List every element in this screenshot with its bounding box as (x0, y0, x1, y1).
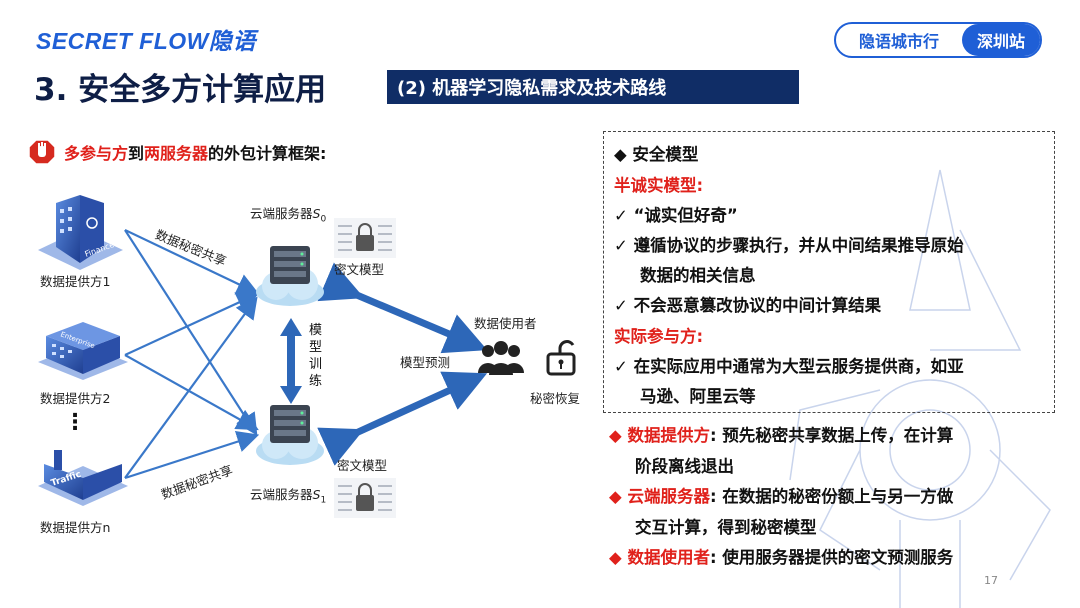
server-top-to-user-arrow (317, 262, 488, 354)
multi-party-label: 多参与方 (64, 144, 129, 163)
role-2-name: 云端服务器 (627, 487, 710, 506)
traffic-building-icon: Traffic (38, 450, 128, 506)
users-group-icon (478, 341, 524, 375)
s0-subscript: 0 (320, 214, 327, 225)
semi-honest-heading: 半诚实模型: (614, 176, 704, 195)
encrypted-model-top-icon (334, 218, 396, 258)
secret-recovery-label: 秘密恢复 (530, 391, 581, 406)
city-tour-label: 隐语城市行 (858, 32, 939, 51)
framework-suffix: 的外包计算框架: (208, 144, 327, 163)
semi-honest-item-2: ✓ 遵循协议的步骤执行，并从中间结果推导原始 (614, 236, 964, 255)
semi-honest-item-1: ✓ “诚实但好奇” (614, 206, 738, 225)
actual-participants-heading: 实际参与方: (614, 327, 704, 346)
secretflow-logo: SECRET FLOW隐语 (36, 28, 256, 54)
encrypted-model-bottom-icon (334, 478, 396, 518)
enterprise-building-icon: Enterprise (38, 322, 128, 380)
role-1-diamond: ◆ (609, 426, 622, 445)
role-2-diamond: ◆ (609, 487, 622, 506)
stop-hand-icon (28, 139, 56, 165)
encrypted-model-top-label: 密文模型 (334, 262, 385, 277)
server-s1-label: 云端服务器S1 (250, 484, 326, 506)
provider-2-label: 数据提供方2 (40, 391, 111, 406)
role-1-name: 数据提供方 (627, 426, 710, 445)
actual-participants-item-1-cont: 马逊、阿里云等 (640, 387, 756, 406)
cloud-server-bottom-icon (256, 405, 324, 465)
page-number: 17 (984, 574, 998, 587)
providers-ellipsis: ⋮ (64, 410, 86, 435)
role-3-diamond: ◆ (609, 548, 622, 567)
s1-subscript: 1 (320, 495, 327, 506)
model-training-label: 模 型 训 练 (309, 322, 322, 390)
unlock-icon (546, 340, 576, 376)
role-2-text: : 在数据的秘密份额上与另一方做 (709, 487, 954, 506)
data-user-label: 数据使用者 (474, 316, 537, 331)
training-char-3: 训 (309, 357, 323, 372)
semi-honest-item-2-cont: 数据的相关信息 (640, 266, 756, 285)
section-title: (2) 机器学习隐私需求及技术路线 (387, 70, 799, 104)
semi-honest-item-3: ✓ 不会恶意篡改协议的中间计算结果 (614, 296, 882, 315)
role-data-user: ◆ 数据使用者: 使用服务器提供的密文预测服务 (609, 544, 953, 568)
provider-1-label: 数据提供方1 (40, 274, 111, 289)
training-char-2: 型 (309, 340, 323, 355)
security-model-title: ◆ 安全模型 (614, 145, 699, 164)
role-cloud-server: ◆ 云端服务器: 在数据的秘密份额上与另一方做 (609, 483, 953, 507)
city-tour-badge: 隐语城市行 深圳站 (834, 22, 1042, 58)
s0-symbol: S (312, 206, 321, 221)
role-2-continuation: 交互计算，得到秘密模型 (635, 518, 817, 537)
framework-to: 到 (128, 144, 145, 163)
provider-n-label: 数据提供方n (40, 520, 111, 535)
cloud-server-top-icon (256, 246, 324, 306)
server-s0-text: 云端服务器 (250, 206, 313, 221)
encrypted-model-bottom-label: 密文模型 (337, 458, 388, 473)
page-title: 3. 安全多方计算应用 (34, 72, 327, 108)
finance-building-icon: Finance (38, 195, 123, 270)
server-s1-text: 云端服务器 (250, 487, 313, 502)
training-char-1: 模 (309, 323, 323, 338)
role-1-text: : 预先秘密共享数据上传，在计算 (709, 426, 954, 445)
server-bottom-to-user-arrow (317, 371, 488, 466)
background-robot-sketch (789, 169, 1051, 608)
security-model-box: ◆ 安全模型 半诚实模型: ✓ “诚实但好奇” ✓ 遵循协议的步骤执行，并从中间… (603, 131, 1055, 413)
s1-symbol: S (312, 487, 321, 502)
model-prediction-label: 模型预测 (400, 355, 451, 370)
server-s0-label: 云端服务器S0 (250, 203, 326, 225)
outsourced-computation-diagram: Finance Enterprise Traffic (38, 195, 576, 518)
role-data-provider: ◆ 数据提供方: 预先秘密共享数据上传，在计算 (609, 422, 953, 446)
role-1-continuation: 阶段离线退出 (635, 457, 734, 476)
role-3-name: 数据使用者 (627, 548, 710, 567)
actual-participants-item-1: ✓ 在实际应用中通常为大型云服务提供商，如亚 (614, 357, 964, 376)
shenzhen-station-label: 深圳站 (962, 24, 1040, 56)
two-servers-label: 两服务器 (144, 144, 209, 163)
role-3-text: : 使用服务器提供的密文预测服务 (709, 548, 954, 567)
training-char-4: 练 (309, 374, 323, 389)
training-arrow (280, 318, 302, 404)
framework-heading: 多参与方到两服务器的外包计算框架: (28, 139, 326, 165)
